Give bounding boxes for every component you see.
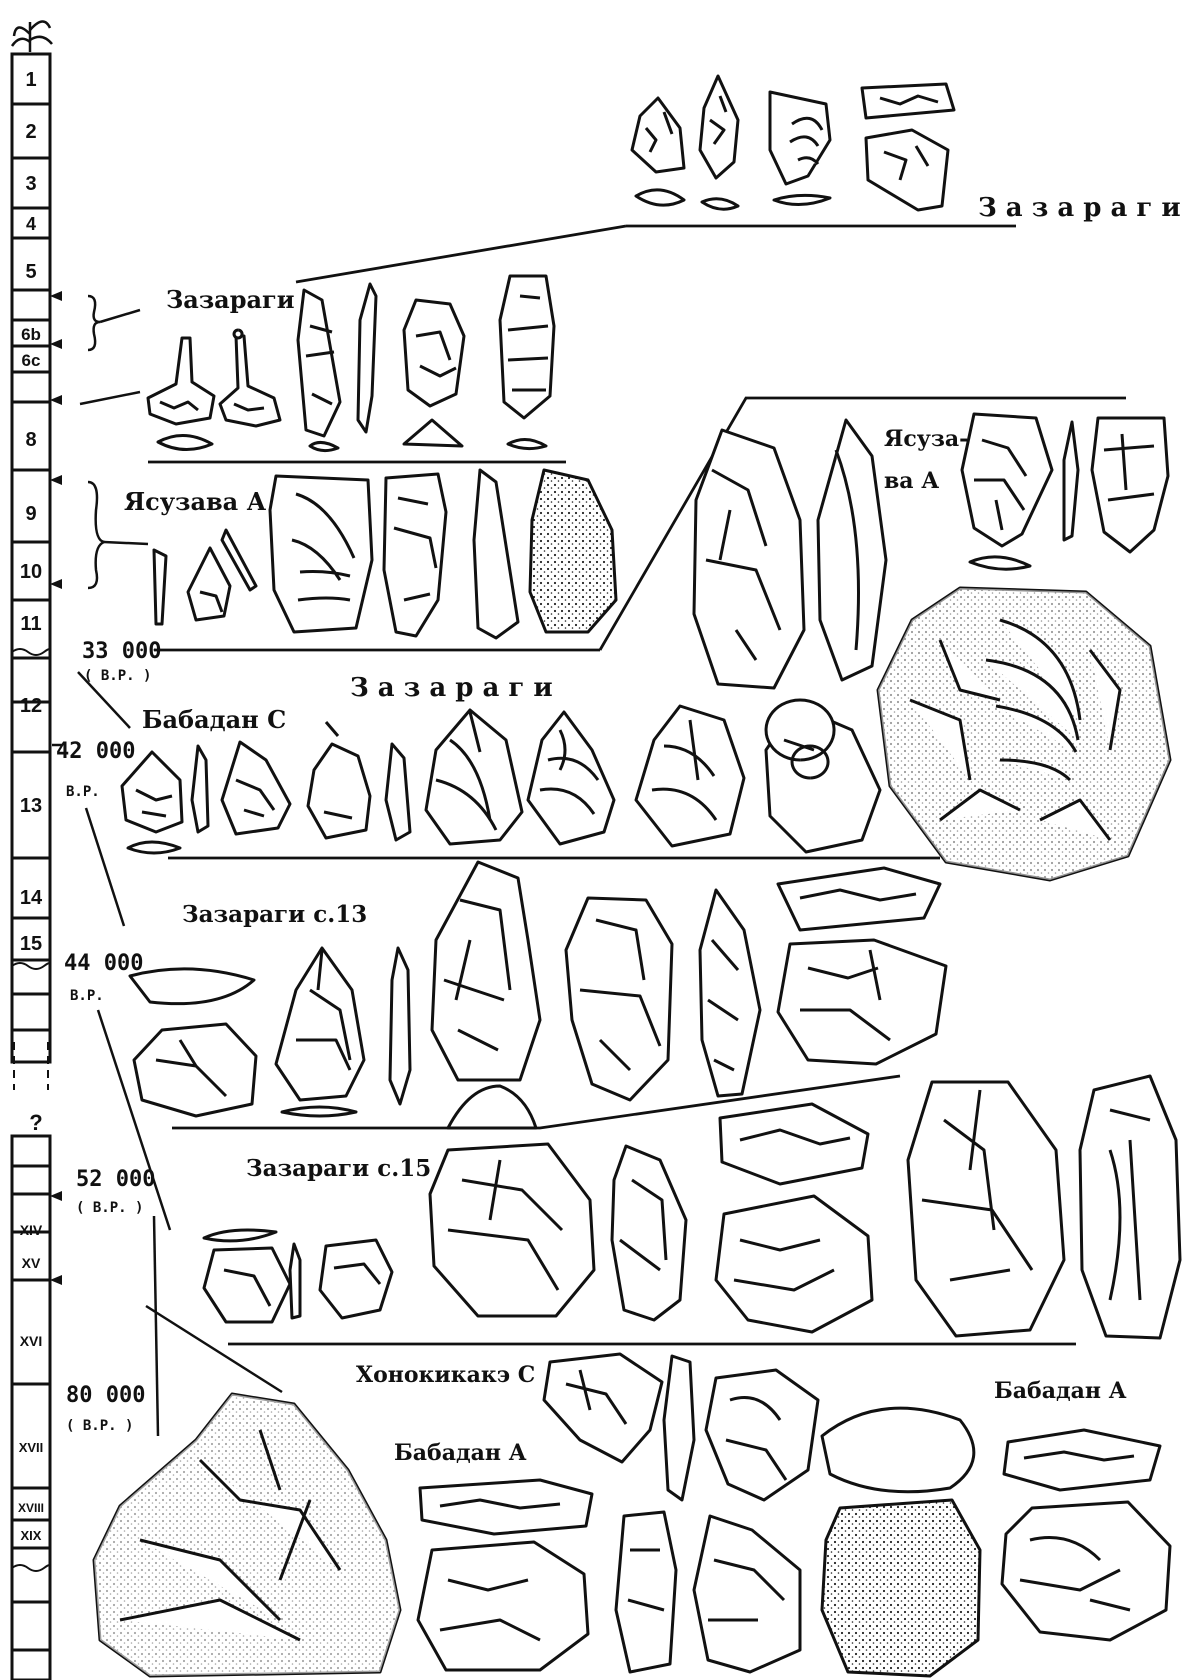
label-zazaragi-c15: Зазараги с.15 <box>246 1155 431 1182</box>
label-babadan-c: Бабадан С <box>142 705 286 734</box>
artifacts <box>94 76 1180 1676</box>
layer-9: 9 <box>25 503 36 525</box>
layer-XIX: XIX <box>21 1528 42 1543</box>
date-44000-unit: B.P. <box>70 988 104 1004</box>
date-42000: 42 000 <box>56 739 135 764</box>
label-zazaragi-c13: Зазараги с.13 <box>182 901 367 928</box>
date-80000: 80 000 <box>66 1383 145 1408</box>
date-44000: 44 000 <box>64 951 143 976</box>
layer-5: 5 <box>25 261 36 283</box>
artifact-group-zazaragi-c15 <box>204 1076 1180 1338</box>
layer-6c: 6c <box>22 351 41 370</box>
date-80000-unit: ( B.P. ) <box>66 1418 133 1434</box>
label-zazaragi-top: З а з а р а г и <box>978 193 1181 223</box>
label-yasuzawa-a-right-2: ва А <box>884 468 939 494</box>
date-42000-unit: B.P. <box>66 784 100 800</box>
date-52000-unit: ( B.P. ) <box>76 1200 143 1216</box>
label-zazaragi-2: З а з а р а г и <box>350 673 553 703</box>
layer-12: 12 <box>20 695 42 717</box>
layer-XVI: XVI <box>20 1333 43 1349</box>
layer-11: 11 <box>20 613 41 635</box>
label-babadan-a-right: Бабадан А <box>994 1378 1127 1404</box>
question-mark: ? <box>29 1110 42 1135</box>
layer-XV: XV <box>22 1255 41 1271</box>
date-52000: 52 000 <box>76 1167 155 1192</box>
layer-labels-upper: 1 2 3 4 5 6b 6c 8 9 10 11 12 13 14 15 ? <box>20 69 43 1135</box>
layer-6b: 6b <box>21 325 41 344</box>
layer-10: 10 <box>20 561 42 583</box>
layer-15: 15 <box>20 933 42 955</box>
label-yasuzawa-a-right-1: Ясуза- <box>884 426 968 452</box>
label-babadan-a-left: Бабадан А <box>394 1440 527 1466</box>
layer-XVIII: XVIII <box>18 1501 44 1515</box>
layer-13: 13 <box>20 795 42 817</box>
layer-8: 8 <box>25 429 36 451</box>
artifact-group-zazaragi-top <box>632 76 954 210</box>
layer-1: 1 <box>25 69 36 91</box>
column-frame-upper <box>12 54 50 1062</box>
layer-2: 2 <box>25 121 36 143</box>
layer-4: 4 <box>26 214 36 234</box>
layer-14: 14 <box>20 887 43 909</box>
label-zazaragi-1: Зазараги <box>166 285 295 314</box>
column-frame-lower <box>12 1136 50 1680</box>
layer-3: 3 <box>25 173 36 195</box>
date-33000-unit: ( B.P. ) <box>84 668 151 684</box>
label-honokikake-c: Хонокикакэ С <box>356 1362 535 1388</box>
date-33000: 33 000 <box>82 639 161 664</box>
plant-icon <box>12 21 52 52</box>
layer-XVII: XVII <box>19 1440 44 1455</box>
layer-XIV: XIV <box>20 1222 43 1238</box>
stratigraphic-column <box>12 21 62 1680</box>
label-yasuzawa-a: Ясузава А <box>124 487 267 516</box>
